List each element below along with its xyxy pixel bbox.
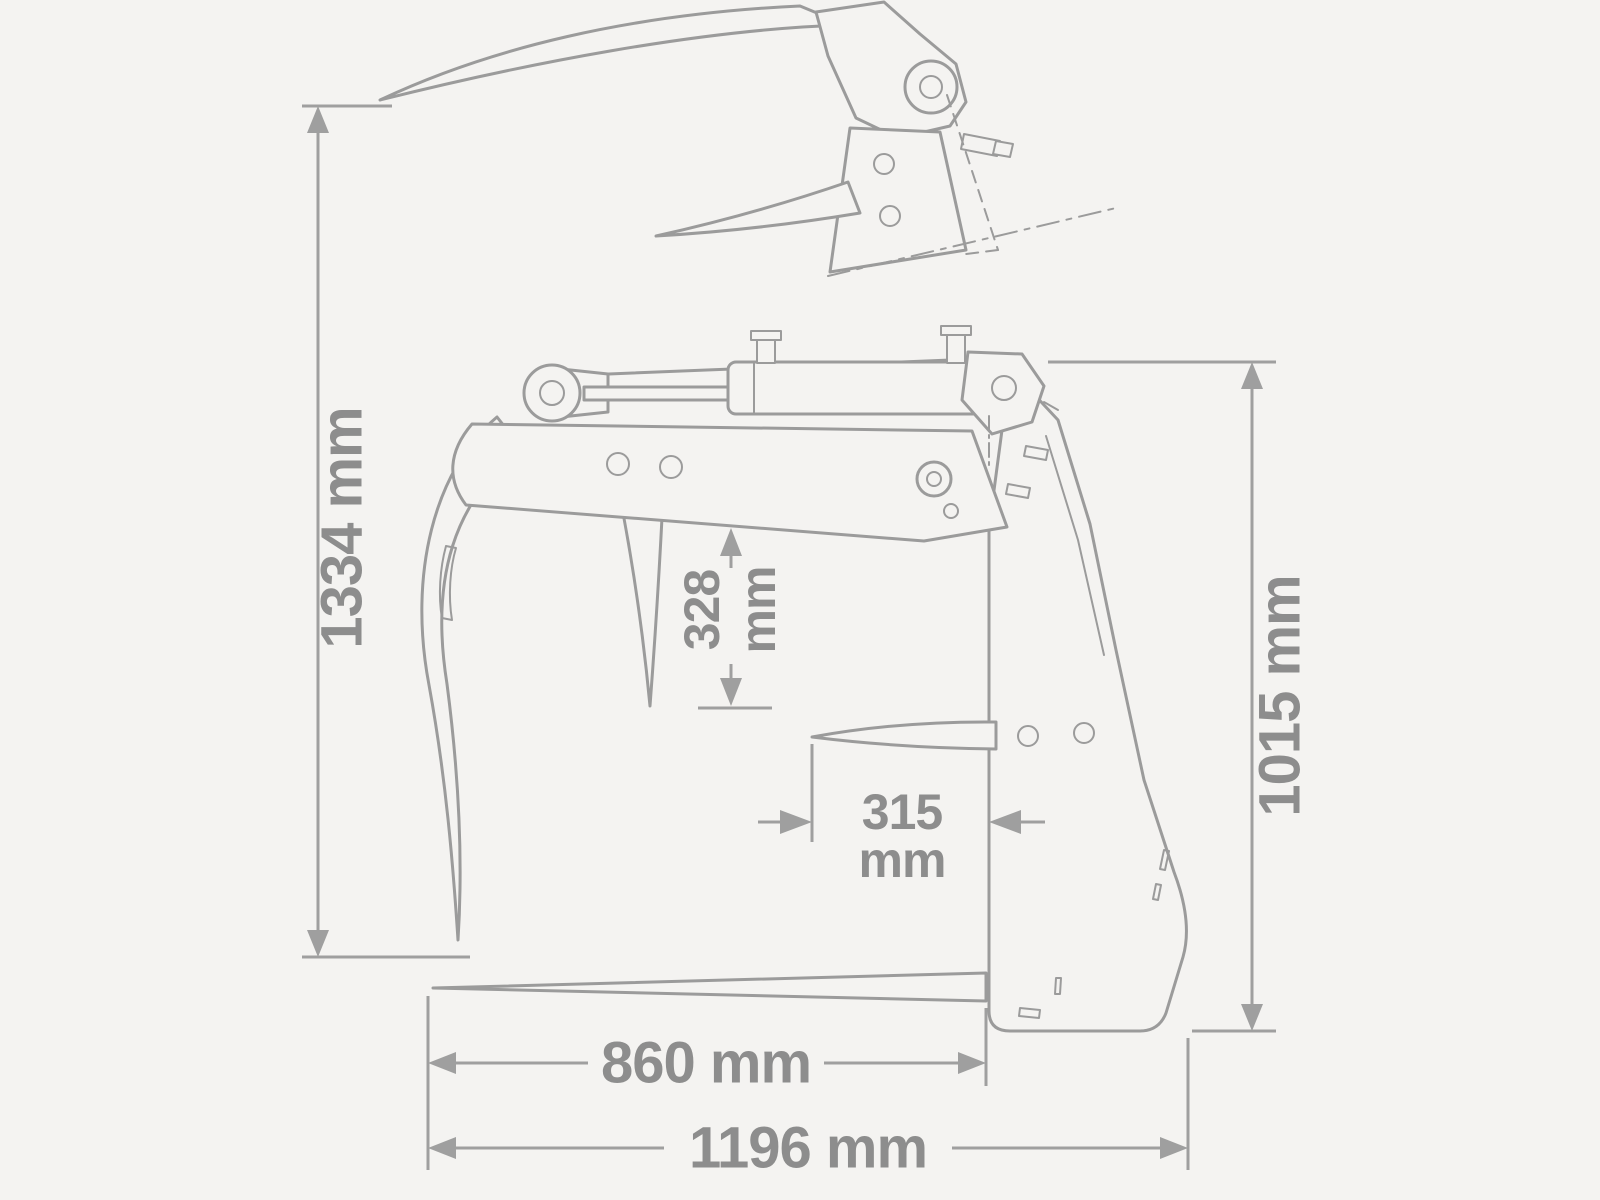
grab-side-view <box>420 325 1188 1033</box>
side-bolt-cap <box>992 140 1014 158</box>
dimension-label: 1196 mm <box>689 1116 927 1181</box>
curved-tine-outline <box>420 415 524 942</box>
bolt-hole <box>1073 722 1095 744</box>
dimension-unit: mm <box>730 567 786 654</box>
plate-slot <box>1159 849 1170 871</box>
cylinder-port-cap <box>750 330 782 341</box>
dimension-spike-length: 860 mm <box>426 996 988 1170</box>
grapple-body <box>828 126 968 274</box>
dimension-overall-width: 1196 mm <box>428 1038 1190 1181</box>
side-plate-inner-edge <box>1045 435 1105 656</box>
upper-arm-outline <box>451 422 1009 543</box>
dimension-overall-height: 1334 mm <box>302 104 470 959</box>
knuckle-pivot-bolt <box>915 460 953 498</box>
dimension-label: 1334 mm <box>310 407 375 648</box>
cylinder-body <box>726 360 988 416</box>
arrow-down-icon <box>1241 1004 1263 1031</box>
plate-slot <box>1018 1007 1041 1019</box>
side-plate-outline <box>987 358 1188 1033</box>
hydraulic-cylinder <box>522 325 1059 471</box>
curved-tine <box>420 415 524 942</box>
side-plate <box>987 358 1188 1033</box>
plate-slot <box>1005 483 1031 499</box>
body-hole <box>873 153 895 175</box>
knuckle-pivot-bolt-center <box>926 471 942 487</box>
tine-slot <box>438 545 457 621</box>
plate-slot <box>1023 445 1049 461</box>
open-curved-tine <box>378 4 848 102</box>
head-roller <box>903 59 959 115</box>
hidden-edge-line <box>946 94 999 251</box>
dimension-tine-depth: 328 mm <box>674 528 786 710</box>
arrow-up-icon <box>307 106 329 133</box>
plate-slot <box>1152 883 1162 901</box>
arrow-up-icon <box>720 528 742 556</box>
dimension-value: 328 <box>674 570 730 651</box>
arrow-right-icon <box>1160 1137 1188 1159</box>
arm-hole <box>606 452 630 476</box>
arrow-right-icon <box>780 810 812 834</box>
dimension-unit: mm <box>859 832 946 888</box>
knuckle-small-hole <box>943 503 959 519</box>
arrow-right-icon <box>958 1052 986 1074</box>
arrow-left-icon <box>428 1137 456 1159</box>
arm-hole <box>659 455 683 479</box>
left-pivot-pin <box>539 380 565 406</box>
arrow-left-icon <box>428 1052 456 1074</box>
drop-tine <box>618 495 665 708</box>
left-pivot-boss <box>522 363 582 423</box>
right-pivot-hole <box>991 375 1017 401</box>
side-bolt <box>960 133 1001 157</box>
cylinder-port <box>946 334 966 364</box>
pivot-tick <box>1043 401 1059 411</box>
dimension-frame-height: 1015 mm <box>1048 360 1313 1033</box>
hidden-edge-line <box>965 249 999 255</box>
head-roller-pin <box>919 75 943 99</box>
open-grapple-view <box>378 0 1117 277</box>
pivot-axis-centerline <box>827 207 1117 277</box>
dimension-value: 315 <box>862 784 943 840</box>
cylinder-rod <box>582 385 732 402</box>
open-short-tine <box>654 180 862 238</box>
arrow-left-icon <box>989 810 1021 834</box>
cylinder-port <box>756 339 776 364</box>
right-pivot-plate <box>960 350 1046 436</box>
arrow-up-icon <box>1241 362 1263 389</box>
arrow-down-icon <box>720 678 742 706</box>
plate-slot <box>1054 977 1062 995</box>
dimension-label: 860 mm <box>601 1031 811 1096</box>
dimension-label: 1015 mm <box>1248 575 1313 816</box>
bolt-hole <box>1017 725 1039 747</box>
bottom-spike <box>431 971 988 1003</box>
body-hole <box>879 205 901 227</box>
upper-arm <box>451 422 1009 543</box>
cylinder-port-cap <box>940 325 972 336</box>
middle-tine <box>810 720 998 751</box>
dimension-tine-clearance: 315 mm <box>758 744 1045 888</box>
arrow-down-icon <box>307 930 329 957</box>
